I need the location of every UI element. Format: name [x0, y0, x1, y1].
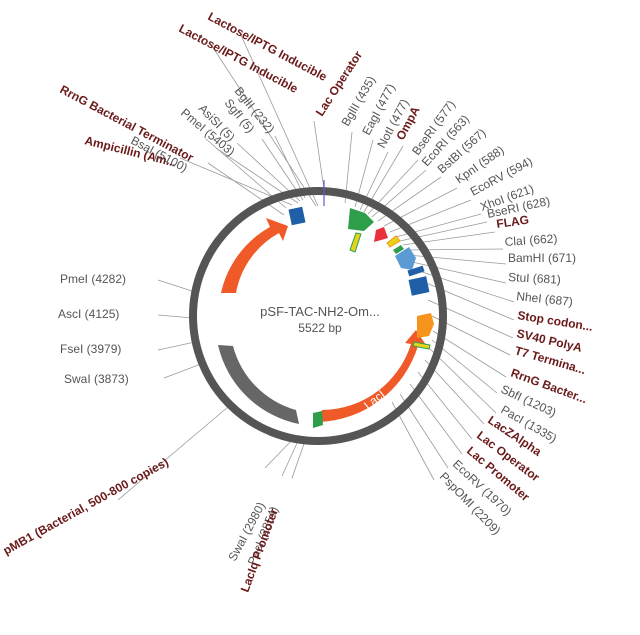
leader-line — [264, 439, 293, 469]
laciq-promoter-feature — [313, 411, 323, 428]
sv40-polya-box — [407, 265, 425, 277]
ompa-feature — [349, 232, 362, 253]
rrng-terminator-box — [288, 206, 306, 226]
label-swai-3873: SwaI (3873) — [64, 372, 129, 386]
label-pmei-4282: PmeI (4282) — [60, 272, 126, 286]
red-small-feature — [374, 227, 388, 242]
leader-line — [239, 32, 319, 207]
plasmid-length: 5522 bp — [298, 321, 342, 335]
lac-promoter-right-feature — [417, 313, 434, 338]
label-layer: Lactose/IPTG Inducible Lactose/IPTG Indu… — [1, 9, 594, 594]
leader-line — [415, 269, 515, 303]
ampicillin-feature[interactable] — [221, 218, 288, 293]
backbone-ring — [189, 187, 447, 445]
plasmid-name: pSF-TAC-NH2-Om... — [260, 304, 380, 319]
mcs-green-feature — [393, 245, 404, 254]
leader-line — [274, 135, 306, 199]
leader-line — [157, 314, 194, 319]
leader-line — [211, 45, 317, 207]
leader-line — [157, 279, 196, 293]
leader-line — [291, 440, 306, 479]
lac-operator-right-feature — [412, 341, 431, 350]
leader-line — [117, 406, 229, 501]
leader-line — [157, 341, 196, 351]
leader-line — [432, 330, 507, 378]
lac-promoter-top-feature — [348, 208, 374, 231]
label-asci-4125: AscI (4125) — [58, 307, 119, 321]
leader-line — [163, 363, 202, 379]
leader-line — [411, 261, 507, 284]
leader-line — [313, 120, 325, 190]
label-nhei-687: NheI (687) — [516, 289, 574, 309]
t7-terminator-box — [408, 276, 430, 296]
label-clai-662: ClaI (662) — [504, 231, 558, 249]
leader-line — [431, 339, 498, 394]
label-pmb1-origin: pMB1 (Bacterial, 500-800 copies) — [1, 455, 171, 558]
label-flag: FLAG — [495, 213, 529, 231]
leader-line — [281, 440, 299, 477]
leader-line — [428, 347, 497, 414]
label-bamhi-671: BamHI (671) — [508, 251, 576, 265]
leader-lines — [117, 32, 515, 501]
stop-codon-feature — [395, 247, 416, 270]
laci-feature[interactable] — [318, 330, 428, 422]
pmb1-origin-feature — [218, 345, 299, 424]
leader-line — [207, 162, 285, 216]
flag-feature — [386, 235, 401, 248]
leader-line — [407, 254, 507, 265]
label-fsei-3979: FseI (3979) — [60, 342, 121, 356]
label-stui-681: StuI (681) — [508, 270, 561, 287]
